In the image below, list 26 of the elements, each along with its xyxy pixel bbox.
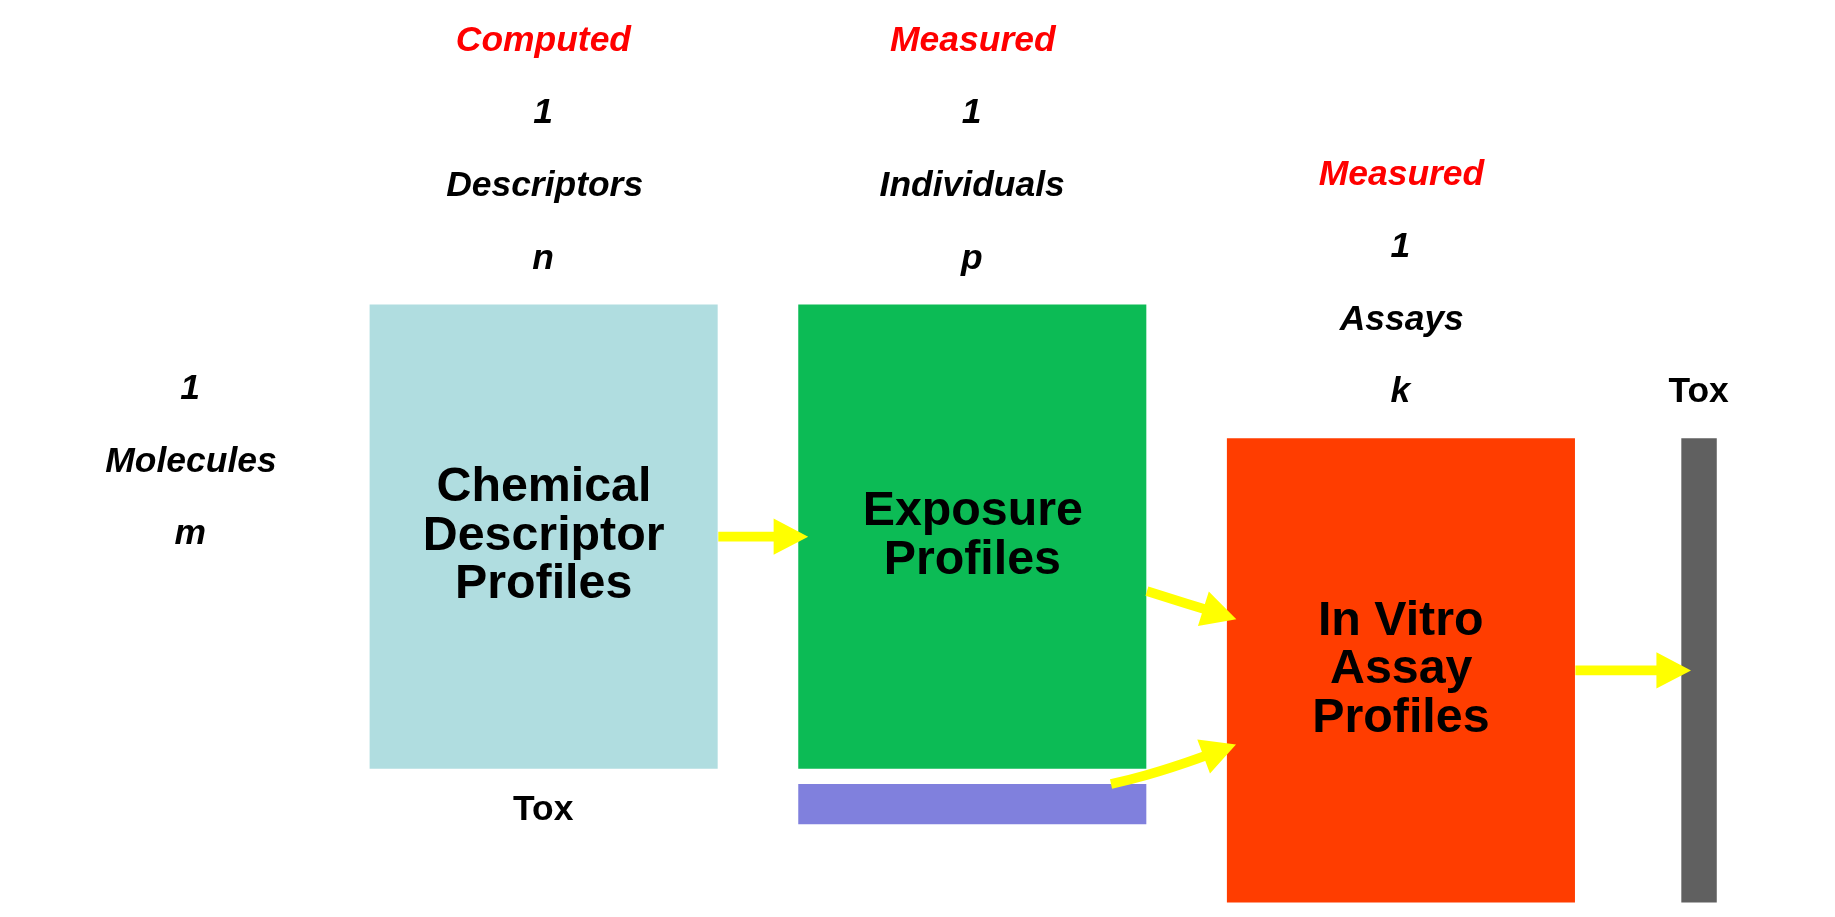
node-box: Chemical Descriptor Profiles [369, 304, 718, 769]
label: Measured [890, 18, 1056, 59]
arrow [718, 518, 809, 555]
label: Descriptors [446, 164, 644, 204]
node-bar [798, 784, 1147, 825]
label: n [532, 236, 555, 277]
arrow [1575, 652, 1691, 689]
label: 1 [1390, 225, 1411, 266]
node-bar [1681, 438, 1717, 903]
label: m [174, 512, 207, 553]
label: Measured [1318, 152, 1485, 193]
node-label: Tox [1668, 370, 1729, 411]
label: Assays [1339, 297, 1464, 338]
label: Molecules [105, 439, 277, 480]
label: 1 [180, 367, 200, 408]
label: 1 [961, 91, 982, 132]
node-box: In Vitro Assay Profiles [1226, 438, 1575, 903]
label: 1 [533, 91, 553, 132]
label: Individuals [879, 164, 1065, 204]
arrow [1145, 586, 1237, 627]
label: p [961, 236, 983, 277]
label: k [1390, 370, 1411, 411]
label: Computed [455, 18, 632, 59]
node-box: Exposure Profiles [798, 304, 1147, 769]
arrow [1109, 739, 1237, 789]
label: Tox [513, 787, 574, 828]
